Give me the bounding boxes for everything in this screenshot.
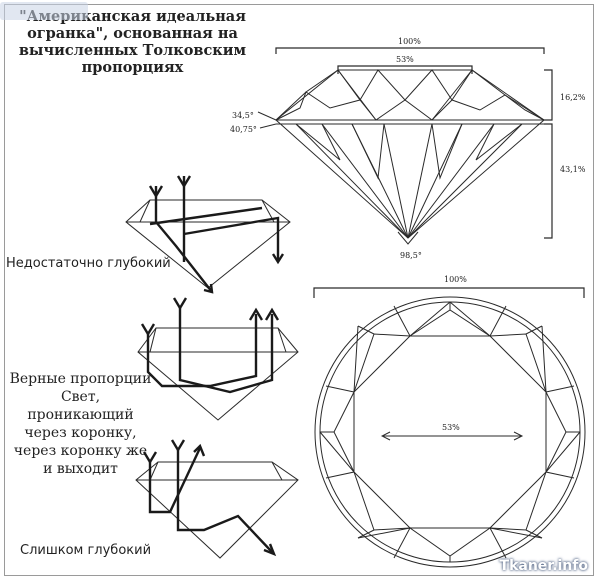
kite-line (525, 325, 543, 335)
top-girdle-circle (319, 301, 581, 563)
diamond-too-shallow (125, 175, 291, 294)
pavilion-half-facet (295, 123, 341, 161)
pavilion-half-facet (475, 123, 523, 161)
label-too-shallow: Недостаточно глубокий (6, 256, 171, 271)
upper-girdle-facet (357, 527, 411, 559)
small-facet (277, 327, 287, 353)
top-width-dimension (313, 287, 585, 298)
kite-line (525, 529, 543, 539)
ray-entry-mark (170, 439, 186, 453)
width-dimension (275, 47, 545, 54)
diagram-title: "Американская идеальная огранка", основа… (18, 8, 247, 76)
arrow-head (271, 253, 285, 265)
crown-height-dimension (544, 69, 553, 121)
watermark-text: Tkaner.info (499, 558, 588, 574)
upper-girdle-facet (325, 325, 359, 393)
width-label: 100% (398, 37, 421, 46)
crown-facet-line (431, 69, 473, 121)
pavilion-half-facet (351, 123, 385, 180)
watermark-badge (0, 2, 88, 20)
ray-entry-mark (176, 175, 192, 189)
small-diamond-outline (137, 327, 299, 421)
table-label: 53% (396, 55, 414, 64)
image-frame (4, 4, 594, 576)
arrow-head-right (513, 431, 524, 441)
diamond-correct (137, 297, 299, 421)
pavilion-facet (321, 123, 409, 239)
diamond-side-view: 98,5° 34,5° 40,75° 100% 53% 16,2% 43,1% (230, 37, 586, 260)
crown-angle-label: 34,5° (232, 111, 254, 120)
kite-line (357, 325, 375, 335)
light-ray (176, 448, 273, 553)
small-diamond-outline (135, 461, 299, 559)
arrow-head (193, 443, 206, 457)
label-line: и выходит (43, 461, 118, 477)
star-facets (333, 309, 567, 557)
ray-entry-mark (140, 323, 156, 337)
diamond-top-view: 100% (313, 275, 586, 568)
kite-line (357, 529, 375, 539)
crown-facets-lower (275, 91, 545, 121)
pavilion-depth-label: 43,1% (560, 165, 586, 174)
culet-angle-label: 98,5° (400, 251, 422, 260)
ray-entry-mark (142, 451, 158, 465)
pavilion-half-facet (431, 123, 463, 180)
small-diamond-outline (125, 199, 291, 289)
crown-facets (275, 69, 545, 121)
small-facet (271, 461, 283, 481)
light-ray (183, 216, 280, 260)
culet-angle-mark (397, 231, 419, 245)
label-too-deep: Слишком глубокий (20, 543, 152, 558)
light-ray (178, 306, 274, 394)
side-outline (275, 69, 545, 239)
pavilion-facet (407, 123, 523, 239)
upper-girdle-facet (319, 431, 355, 479)
pavilion-facet (295, 123, 409, 239)
upper-girdle-facet (449, 301, 507, 337)
pavilion-facet (407, 123, 495, 239)
light-ray (146, 314, 258, 388)
arrow-head (263, 543, 277, 557)
small-facet (149, 461, 159, 481)
pavilion-facet (383, 123, 409, 239)
table-octagon (353, 335, 547, 529)
upper-girdle-facet (393, 301, 451, 337)
crown-facet-line (337, 69, 377, 121)
light-ray (149, 206, 263, 226)
arrow-head (264, 307, 280, 321)
light-ray (154, 186, 213, 293)
pavilion-facet (407, 123, 433, 239)
pavilion-facet (407, 123, 463, 239)
label-line: Верные пропорции (9, 371, 152, 387)
label-correct-proportions: Верные пропорции Свет, проникающий через… (8, 370, 153, 478)
pavilion-depth-dimension (544, 123, 553, 239)
arrow-head-left (380, 431, 391, 441)
top-outline-circle (314, 296, 586, 568)
small-facet (139, 199, 151, 223)
small-facet (149, 327, 157, 353)
angle-pointer (259, 123, 277, 129)
upper-girdle-facet (545, 431, 581, 479)
top-width-label: 100% (444, 275, 467, 284)
angle-pointer (257, 111, 277, 121)
diamond-too-deep (135, 439, 299, 559)
crown-height-label: 16,2% (560, 93, 586, 102)
arrow-head (203, 283, 214, 294)
label-line: через коронку, (24, 425, 137, 441)
table-dimension (337, 65, 473, 74)
label-line: Свет, проникающий (27, 389, 134, 423)
top-table-label: 53% (442, 423, 460, 432)
light-ray (148, 447, 202, 514)
label-line: через коронку же (13, 443, 148, 459)
upper-girdle-facet (541, 325, 575, 393)
ray-entry-mark (172, 297, 188, 311)
upper-girdle-facet (489, 527, 543, 559)
ray-entry-mark (148, 185, 164, 199)
pavilion-angle-label: 40,75° (230, 125, 257, 134)
arrow-head (248, 307, 264, 321)
